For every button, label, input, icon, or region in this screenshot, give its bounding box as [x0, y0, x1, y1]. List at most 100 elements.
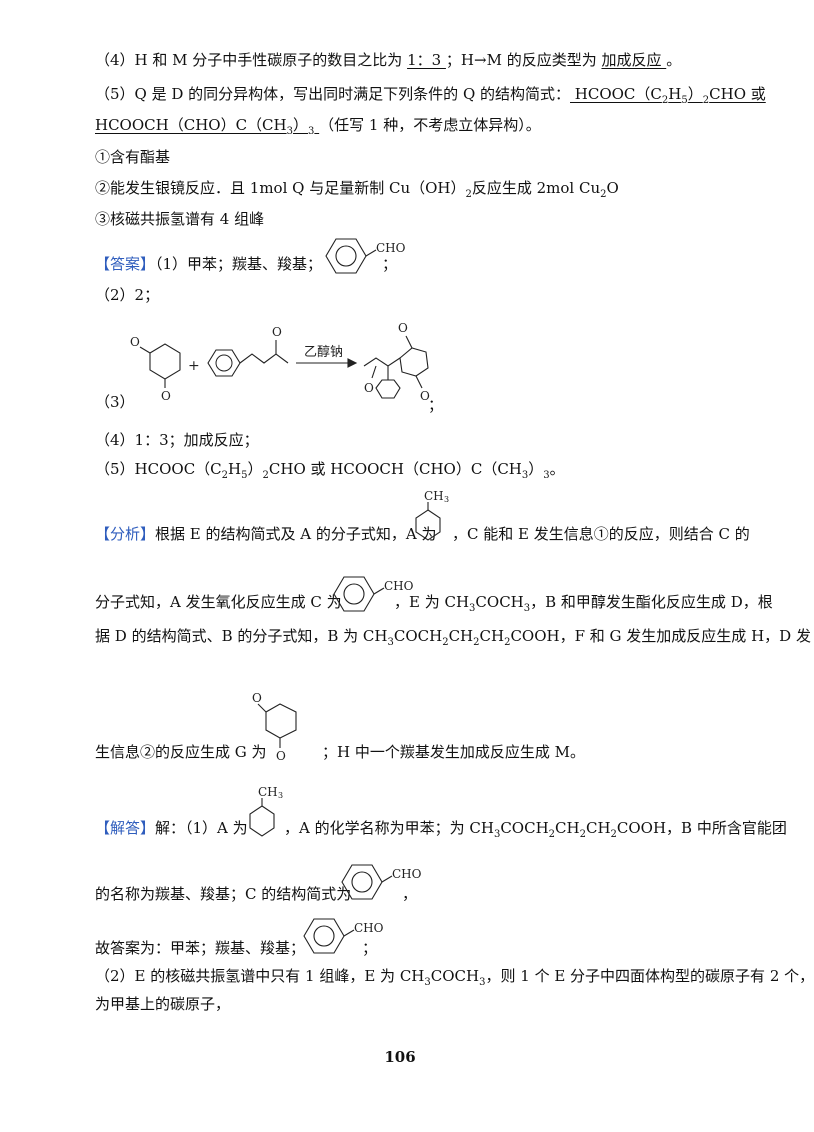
solution-l4c: ，则 1 个 E 分子中四面体构型的碳原子有 2 个， [485, 967, 814, 985]
answer-1: 【答案】（1）甲苯；羰基、羧基； [95, 254, 322, 274]
chain [239, 353, 289, 364]
ring [341, 864, 383, 900]
q4-ratio-answer: 1：3 [407, 51, 446, 69]
sub: 2 [473, 637, 480, 648]
sub: 3 [469, 603, 476, 614]
solution-tag: 【解答】 [95, 819, 156, 837]
sub: 5 [681, 95, 688, 106]
sub: 3 [424, 977, 431, 988]
analysis-line-2: 分子式知，A 发生氧化反应生成 C 为 [95, 592, 342, 612]
solution-l4a: （2）E 的核磁共振氢谱中只有 1 组峰，E 为 CH [95, 967, 425, 985]
answer-tag: 【答案】 [95, 255, 156, 273]
solution-l1b: ，A 的化学名称为甲苯；为 CH [284, 819, 494, 837]
benzaldehyde-structure-1: CHO [325, 238, 406, 274]
q5-text: （5）Q 是 D 的同分异构体，写出同时满足下列条件的 Q 的结构简式： [95, 85, 571, 103]
cond2-a: ②能发生银镜反应．且 1mol Q 与足量新制 Cu（OH） [95, 179, 466, 197]
q4-type-answer: 加成反应 [601, 51, 667, 69]
sub: 2 [465, 189, 472, 200]
ring-inner [351, 871, 373, 893]
bond [373, 587, 385, 595]
ring [415, 509, 441, 541]
sub: 2 [610, 829, 617, 840]
analysis-line-1: 【分析】根据 E 的结构简式及 A 的分子式知，A 为 [95, 524, 436, 544]
sub: 2 [442, 637, 449, 648]
analysis-l1b: ，C 能和 E 发生信息①的反应，则结合 C 的 [452, 525, 750, 543]
ch3-label: CH [258, 785, 278, 799]
q4-text-2: ；H→M 的反应类型为 [445, 51, 602, 69]
sub: 2 [600, 189, 607, 200]
ring [303, 918, 345, 954]
o-label-3: O [272, 325, 282, 339]
sub: 3 [543, 470, 550, 481]
q5-answer-2: HCOOCH（CHO）C（CH3）3 [95, 116, 319, 137]
sub: 3 [479, 977, 486, 988]
bond [365, 249, 377, 257]
ch3-sub: 3 [444, 495, 449, 504]
condition-3: ③核磁共振氢谱有 4 组峰 [95, 210, 265, 228]
bond [381, 875, 393, 883]
benzaldehyde-structure-3: CHO [341, 864, 422, 900]
o-label-4: O [364, 381, 374, 395]
q4-text: （4）H 和 M 分子中手性碳原子的数目之比为 [95, 51, 408, 69]
analysis-l3a: 据 D 的结构简式、B 的分子式知，B 为 CH [95, 627, 388, 645]
analysis-l2b: ，E 为 CH [394, 593, 470, 611]
product-co-2 [405, 335, 413, 349]
q5-c1: HCOOCH（CHO）C（CH [95, 116, 287, 134]
analysis-l2a: 分子式知，A 发生氧化反应生成 C 为 [95, 593, 342, 611]
co-bond [257, 703, 267, 713]
answer-4: （4）1：3；加成反应； [95, 431, 259, 449]
page-number: 106 [384, 1048, 416, 1066]
answer-1-end: ； [382, 255, 398, 273]
analysis-line-4: 生信息②的反应生成 G 为 [95, 742, 267, 762]
solution-line-4: （2）E 的核磁共振氢谱中只有 1 组峰，E 为 CH3COCH3，则 1 个 … [95, 966, 814, 993]
sub: 2 [504, 637, 511, 648]
a5d: CHO 或 HCOOCH（CHO）C（CH [268, 460, 522, 478]
benzaldehyde-structure-4: CHO [303, 918, 384, 954]
ring [249, 805, 275, 837]
ch3-sub: 3 [278, 791, 283, 800]
q5-b4: CHO 或 [709, 85, 766, 103]
a5a: （5）HCOOC（C [95, 460, 222, 478]
o-label: O [130, 335, 140, 349]
ring [333, 576, 375, 612]
q5-b1: HCOOC（C [570, 85, 662, 103]
product-ring [399, 347, 429, 377]
sub: 2 [579, 829, 586, 840]
answer-1-text: （1）甲苯；羰基、羧基； [155, 255, 323, 273]
q5-note: （任写 1 种，不考虑立体异构）。 [319, 116, 541, 134]
solution-line-5: 为甲基上的碳原子， [95, 995, 231, 1013]
ch3-label: CH [424, 489, 444, 503]
sub: 2 [548, 829, 556, 840]
product-benzene [375, 379, 401, 399]
answer-3-end: ； [428, 396, 444, 414]
cond2-c: O [606, 179, 619, 197]
ring [265, 703, 297, 739]
a5f: 。 [549, 460, 565, 478]
o-label-6: O [420, 389, 430, 403]
benzaldehyde-structure-2: CHO [333, 576, 414, 612]
q5-b2: H [668, 85, 682, 103]
analysis-tag: 【分析】 [95, 525, 156, 543]
ring-inner [313, 925, 335, 947]
product-chain [363, 357, 401, 367]
q5-line-2: HCOOCH（CHO）C（CH3）3 （任写 1 种，不考虑立体异构）。 [95, 115, 541, 142]
o-label-2: O [161, 389, 171, 403]
solution-line-1b: ，A 的化学名称为甲苯；为 CH3COCH2CH2CH2COOH，B 中所含官能… [284, 818, 787, 845]
solution-l1a: 解：（1）A 为 [155, 819, 248, 837]
answer-3: （3） [95, 393, 135, 411]
sub: 2 [661, 95, 669, 106]
reaction-scheme: O O + O 乙醇钠 O O O [130, 321, 430, 403]
sub: 3 [308, 126, 315, 137]
analysis-l2c: COCH [475, 593, 524, 611]
q4-line: （4）H 和 M 分子中手性碳原子的数目之比为 1：3 ；H→M 的反应类型为 … [95, 50, 681, 70]
sub: 3 [523, 603, 531, 614]
dione-structure: O O [252, 691, 297, 763]
analysis-l2d: ，B 和甲醇发生酯化反应生成 D，根 [530, 593, 773, 611]
solution-line-1: 【解答】解：（1）A 为 [95, 818, 248, 838]
benzene-inner [215, 354, 233, 372]
solution-l3b: ； [362, 939, 378, 957]
condition-2: ②能发生银镜反应．且 1mol Q 与足量新制 Cu（OH）2反应生成 2mol… [95, 178, 619, 205]
solution-l1e: CH [585, 819, 611, 837]
a5c: ） [247, 460, 263, 478]
sub: 3 [521, 470, 529, 481]
